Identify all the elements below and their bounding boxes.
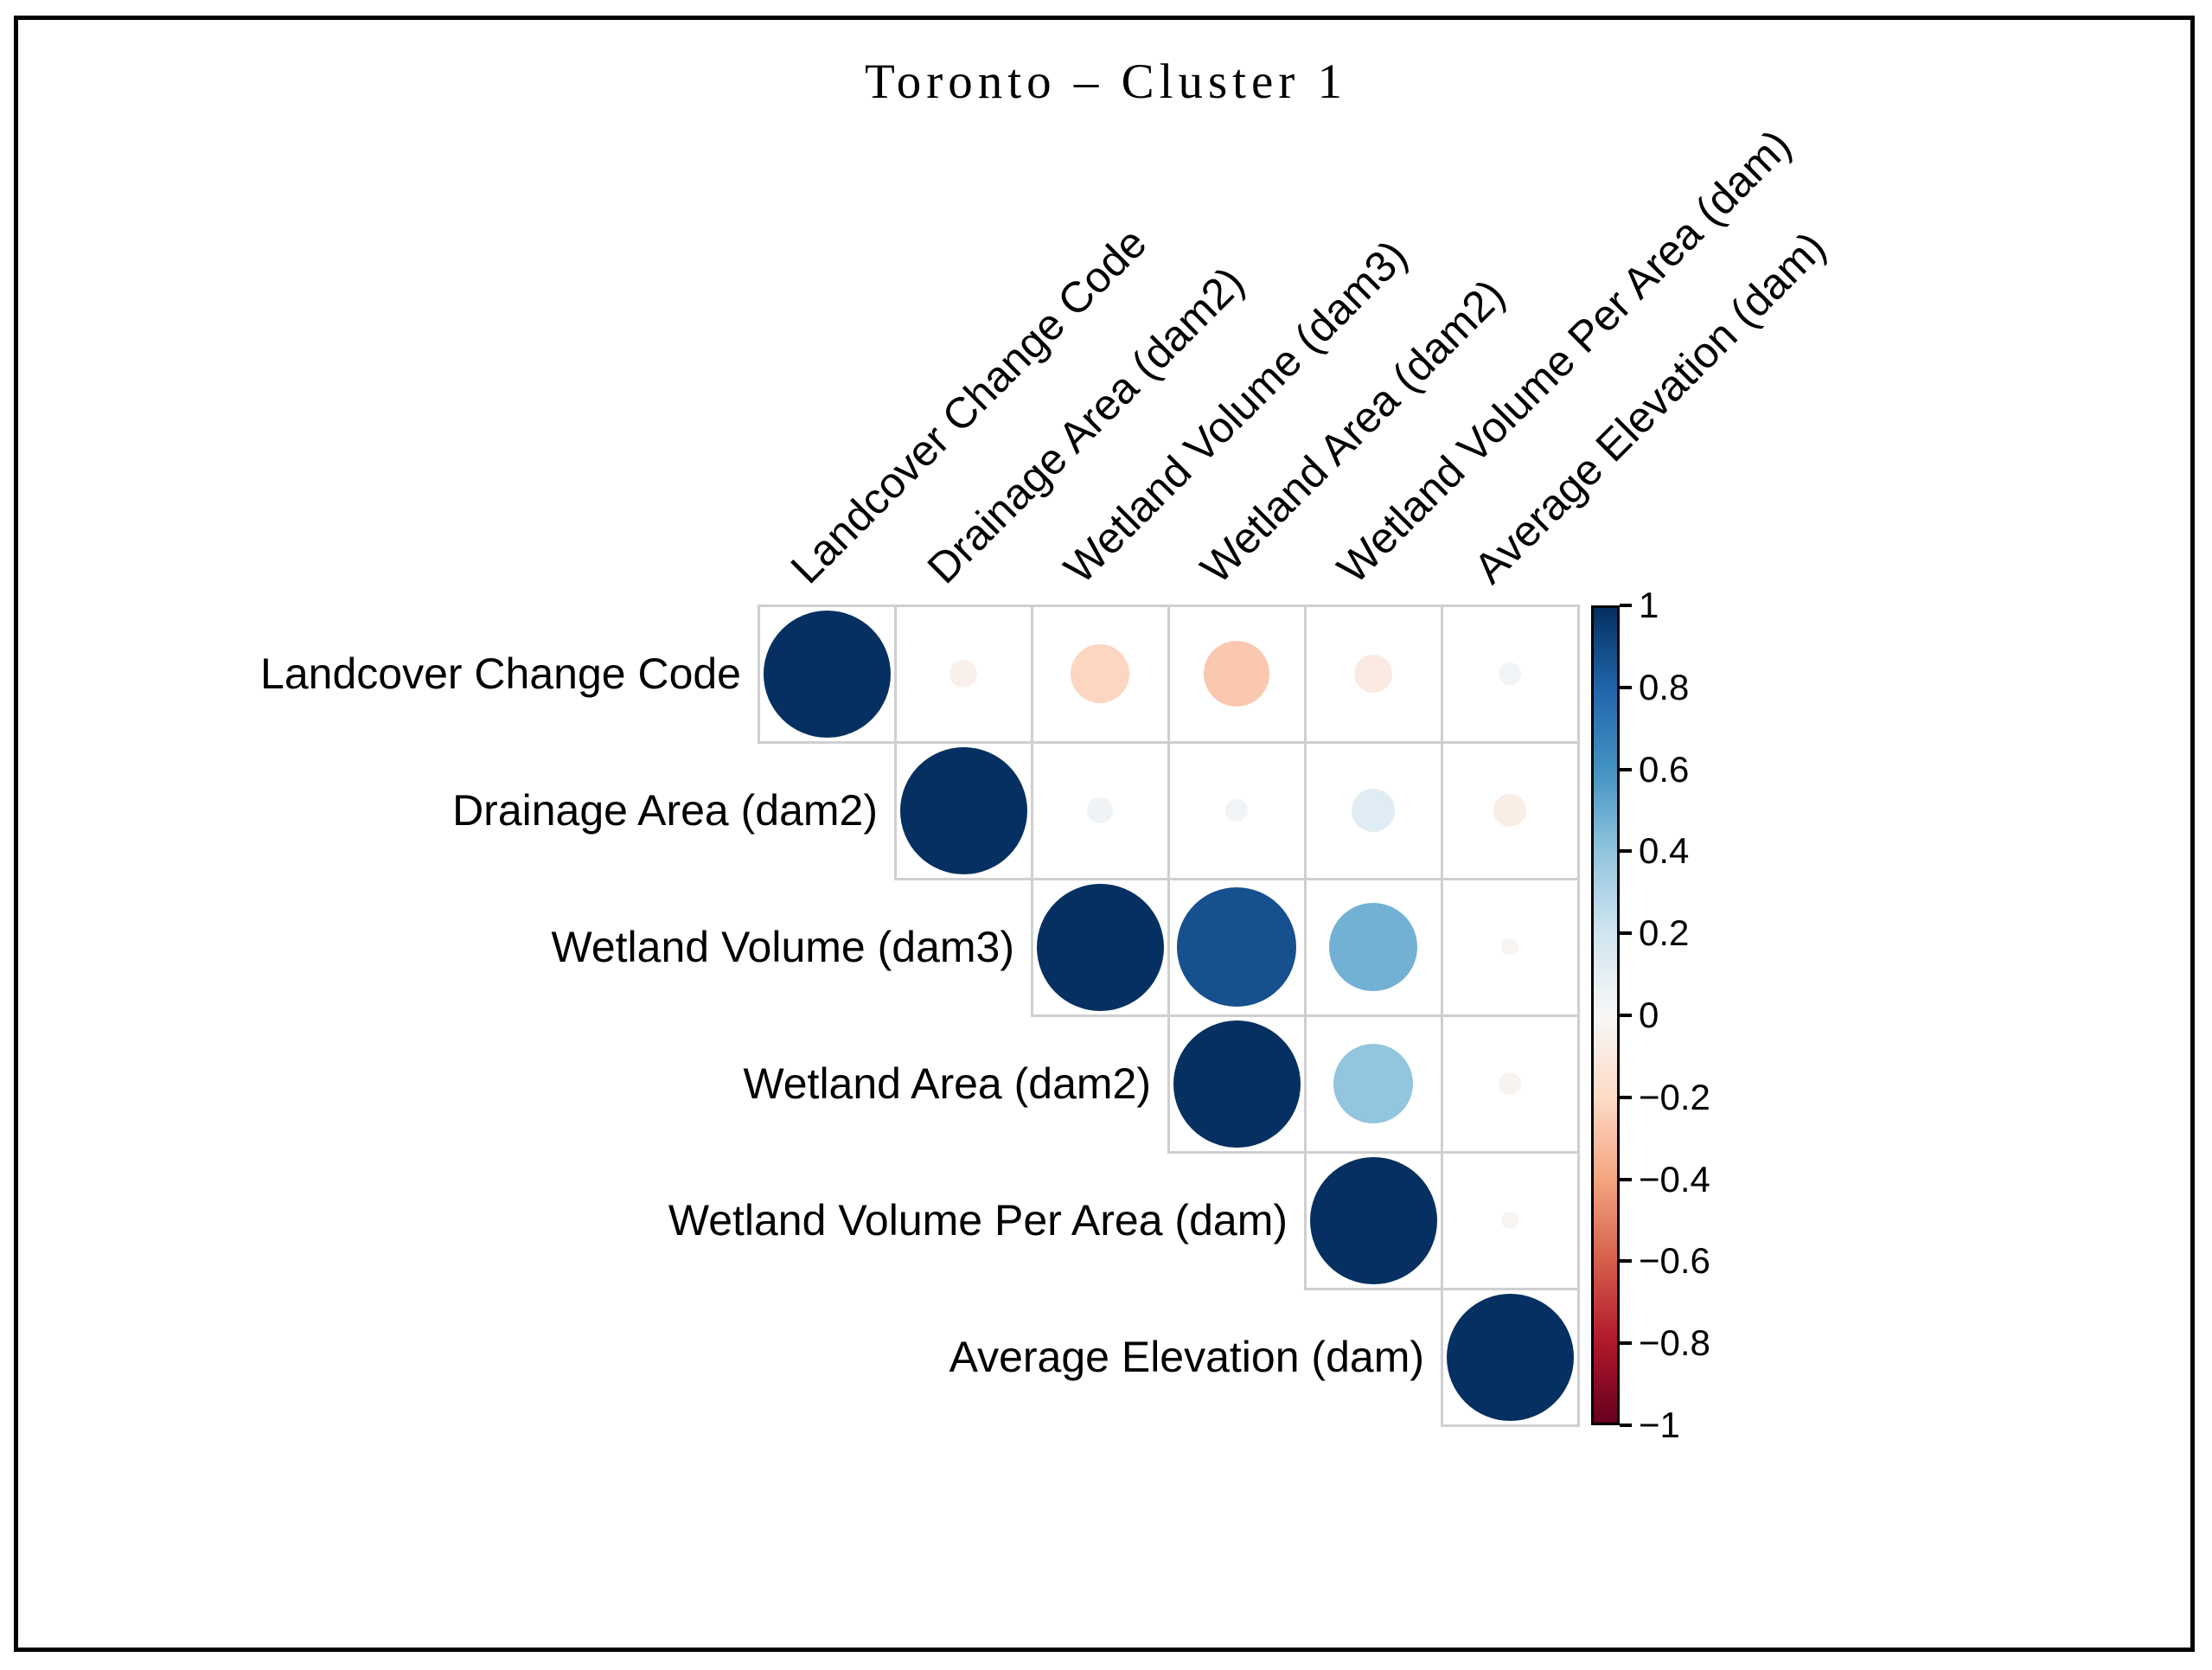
colorbar-tick <box>1620 604 1632 607</box>
correlation-circle <box>1203 640 1270 707</box>
colorbar-tick <box>1620 1259 1632 1264</box>
correlation-circle <box>1500 1211 1519 1230</box>
correlation-circle <box>763 610 891 738</box>
correlation-circle <box>899 746 1027 874</box>
colorbar-tick-label: 0.6 <box>1639 748 1690 790</box>
correlation-circle <box>1177 887 1296 1007</box>
correlation-circle <box>1333 1043 1414 1124</box>
colorbar-tick <box>1620 931 1632 936</box>
row-label: Wetland Volume (dam3) <box>551 923 1014 971</box>
colorbar-tick <box>1620 1177 1632 1181</box>
colorbar-tick <box>1620 685 1632 689</box>
correlation-circle <box>1353 654 1393 694</box>
row-label: Wetland Area (dam2) <box>743 1059 1151 1108</box>
correlation-circle <box>1351 788 1396 833</box>
correlation-circle <box>1446 1293 1574 1421</box>
row-label: Drainage Area (dam2) <box>452 786 878 835</box>
colorbar-tick-label: 0.4 <box>1639 830 1690 872</box>
chart-title: Toronto – Cluster 1 <box>864 54 1348 109</box>
row-label: Wetland Volume Per Area (dam) <box>668 1196 1288 1245</box>
row-label: Landcover Change Code <box>260 649 741 698</box>
colorbar-tick <box>1620 1095 1632 1099</box>
correlation-circle <box>1173 1020 1301 1148</box>
colorbar-tick-label: 0.8 <box>1639 666 1690 707</box>
correlation-circle <box>1036 883 1164 1011</box>
correlation-circle <box>1329 903 1417 991</box>
correlation-circle <box>1499 1072 1521 1095</box>
colorbar-gradient <box>1591 605 1620 1425</box>
colorbar-tick-label: 1 <box>1639 585 1659 625</box>
colorbar-tick-label: 0 <box>1639 995 1659 1035</box>
figure-border <box>14 16 2195 1652</box>
correlation-circle <box>1225 799 1248 822</box>
correlation-circle <box>949 659 978 688</box>
correlation-circle <box>1070 643 1130 704</box>
correlation-circle <box>1499 662 1521 685</box>
colorbar-tick-label: −1 <box>1639 1404 1680 1445</box>
correlation-circle <box>1087 797 1113 823</box>
correlation-circle <box>1500 937 1519 957</box>
row-label: Average Elevation (dam) <box>949 1333 1424 1381</box>
correlation-circle <box>1309 1156 1437 1284</box>
colorbar-tick <box>1620 1424 1632 1427</box>
matrix-cell <box>1440 1287 1580 1427</box>
colorbar-tick-label: −0.4 <box>1639 1158 1710 1200</box>
colorbar-tick-label: −0.8 <box>1639 1322 1710 1364</box>
colorbar-tick <box>1620 1014 1632 1017</box>
colorbar-tick <box>1620 1341 1632 1346</box>
colorbar-tick-label: 0.2 <box>1639 912 1690 954</box>
colorbar-tick-label: −0.6 <box>1639 1240 1710 1282</box>
colorbar-tick <box>1620 767 1632 771</box>
colorbar-tick-label: −0.2 <box>1639 1076 1710 1117</box>
correlation-circle <box>1493 793 1527 828</box>
colorbar-tick <box>1620 849 1632 854</box>
